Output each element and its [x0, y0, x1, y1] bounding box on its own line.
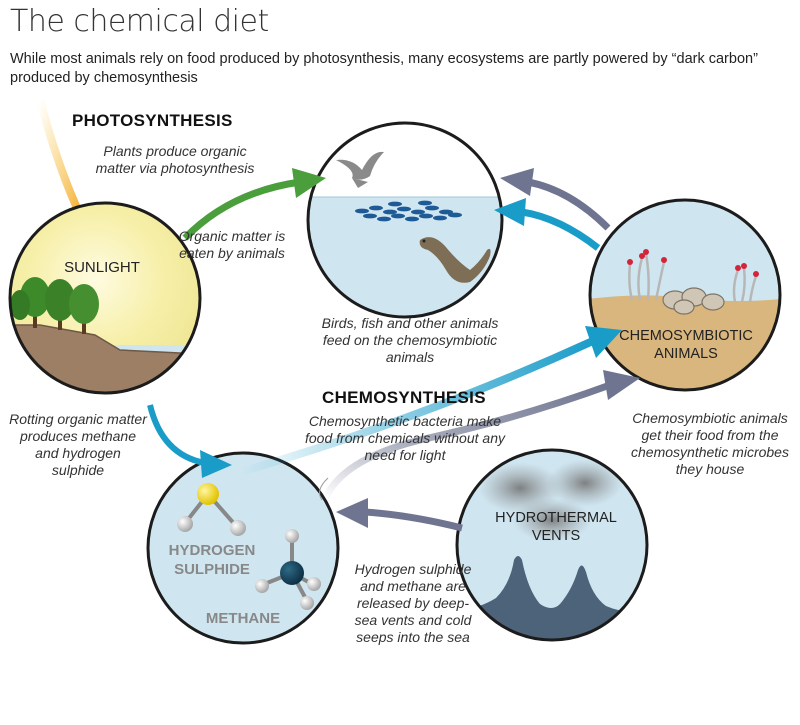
sunlight-label: SUNLIGHT — [64, 259, 140, 276]
sunlight-circle — [8, 201, 202, 395]
gases-circle — [146, 451, 340, 645]
trees-icon — [10, 277, 99, 334]
chemosymbiotic-circle — [588, 198, 782, 392]
vents-label-line1: HYDROTHERMAL — [495, 510, 617, 526]
chemosymbiotic-label-line2: ANIMALS — [654, 346, 718, 362]
chemosynthesis-arrows — [238, 326, 640, 502]
fish-school-icon — [355, 200, 462, 222]
methane-label: METHANE — [206, 610, 280, 627]
hydrogen-sulphide-molecule-icon — [177, 483, 246, 536]
chemosynthesis-caption: Chemosynthetic bacteria make food from c… — [305, 413, 505, 463]
vents-release-arrow — [336, 498, 463, 532]
rotting-matter-arrow — [147, 404, 232, 478]
vents-label-line2: VENTS — [532, 528, 580, 544]
chemosynthesis-heading: CHEMOSYNTHESIS — [322, 388, 486, 407]
hydrogen-sulphide-label-line1: HYDROGEN — [169, 542, 256, 559]
organic-matter-caption: Organic matter is eaten by animals — [178, 228, 286, 261]
chemosymbiotic-food-caption: Chemosymbiotic animals get their food fr… — [631, 410, 789, 477]
vent-chimneys-icon — [457, 556, 647, 640]
seal-icon — [419, 237, 491, 283]
ocean-animals-circle — [306, 121, 504, 319]
photosynthesis-caption: Plants produce organic matter via photos… — [95, 143, 255, 176]
methane-molecule-icon — [255, 529, 321, 610]
vents-release-caption: Hydrogen sulphide and methane are releas… — [354, 561, 472, 645]
seagull-icon — [336, 151, 384, 188]
rotting-caption: Rotting organic matter produces methane … — [9, 411, 147, 478]
organic-matter-arrow — [182, 168, 326, 241]
page-subtitle: While most animals rely on food produced… — [10, 51, 758, 86]
clams-icon — [662, 287, 725, 315]
hydrogen-sulphide-label-line2: SULPHIDE — [174, 561, 250, 578]
birds-fish-caption: Birds, fish and other animals feed on th… — [321, 315, 499, 365]
tubeworms-icon — [628, 253, 758, 303]
chemosymbiotic-label-line1: CHEMOSYMBIOTIC — [619, 328, 753, 344]
photosynthesis-heading: PHOTOSYNTHESIS — [72, 111, 233, 130]
feeding-arrows — [494, 168, 611, 251]
page-title: The chemical diet — [10, 4, 269, 39]
hydrothermal-vents-circle — [455, 448, 649, 642]
